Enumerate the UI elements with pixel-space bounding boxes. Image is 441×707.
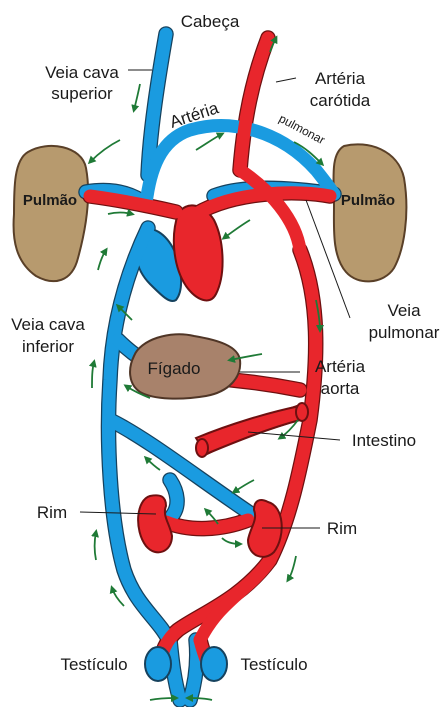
label-kidney-right: Rim bbox=[327, 519, 357, 538]
label-testicle-right: Testículo bbox=[240, 655, 307, 674]
label-kidney-left: Rim bbox=[37, 503, 67, 522]
label-lung-left: Pulmão bbox=[23, 192, 77, 209]
label-aorta-line1: Artéria bbox=[315, 357, 366, 376]
label-testicle-left: Testículo bbox=[60, 655, 127, 674]
label-pulmonary-vein-line1: Veia bbox=[387, 301, 421, 320]
label-aorta-line2: aorta bbox=[321, 379, 360, 398]
label-liver: Fígado bbox=[148, 359, 201, 378]
testicle-left bbox=[145, 647, 171, 681]
label-ivc-line1: Veia cava bbox=[11, 315, 85, 334]
kidney-left bbox=[138, 495, 172, 552]
label-lung-right: Pulmão bbox=[341, 192, 395, 209]
lung-right bbox=[333, 144, 406, 281]
label-svc-line1: Veia cava bbox=[45, 63, 119, 82]
label-carotid-line2: carótida bbox=[310, 91, 371, 110]
intestine-stub bbox=[196, 439, 208, 457]
lung-left bbox=[14, 146, 89, 281]
testicle-right bbox=[201, 647, 227, 681]
label-pulmonary-vein-line2: pulmonar bbox=[369, 323, 440, 342]
label-carotid-line1: Artéria bbox=[315, 69, 366, 88]
intestine-stub-2 bbox=[296, 403, 308, 421]
label-intestine: Intestino bbox=[352, 431, 416, 450]
label-svc-line2: superior bbox=[51, 84, 113, 103]
intestine-vessel bbox=[196, 406, 300, 454]
label-ivc-line2: inferior bbox=[22, 337, 74, 356]
label-head: Cabeça bbox=[181, 12, 240, 31]
